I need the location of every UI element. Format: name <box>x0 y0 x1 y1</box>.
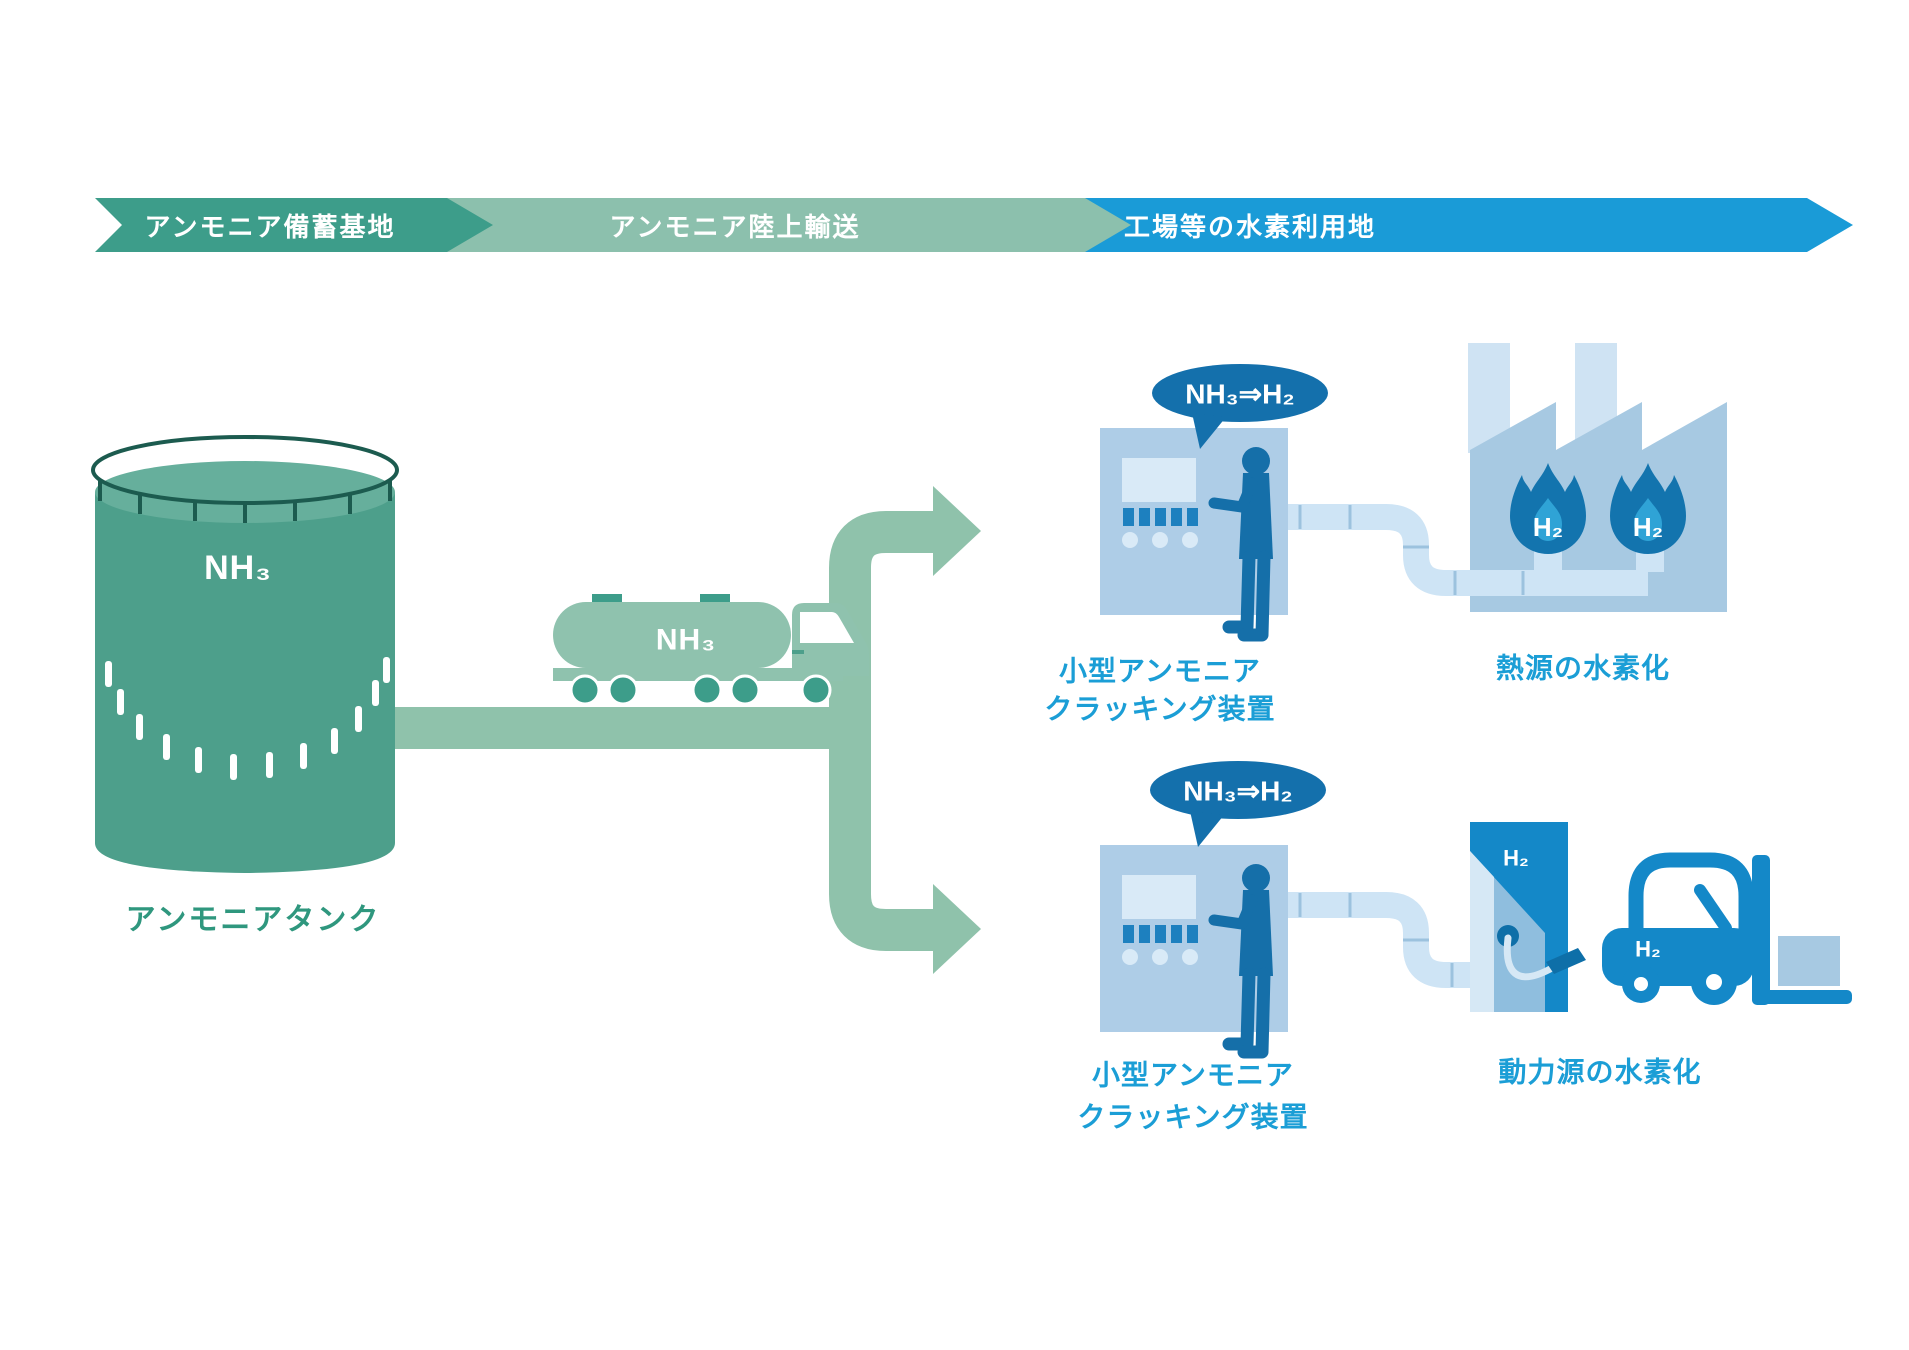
banner-hydrogen-use-area-label: 工場等の水素利用地 <box>1124 212 1376 242</box>
flow-arrowhead-top <box>933 486 981 576</box>
truck-door-handle <box>792 650 804 654</box>
forklift-h2-label: H₂ <box>1635 937 1661 962</box>
speech-bubble-bottom-label: NH₃⇒H₂ <box>1183 776 1293 807</box>
flow-arrows <box>390 486 981 974</box>
cracking-unit-bottom-buttons <box>1123 925 1198 943</box>
cracking-unit-bottom-dials <box>1122 949 1198 965</box>
forklift-mast <box>1752 855 1770 1005</box>
banner-storage-base-label: アンモニア備蓄基地 <box>145 212 396 242</box>
flow-arrowhead-bottom <box>933 884 981 974</box>
flow-bar-horizontal <box>390 707 871 749</box>
speech-bubble-bottom-tail <box>1190 811 1224 847</box>
process-banner-row: アンモニア備蓄基地 アンモニア陸上輸送 工場等の水素利用地 <box>95 198 1853 252</box>
heat-scene: H₂ H₂ 熱源の水素化 <box>1288 343 1727 684</box>
speech-bubble-top-label: NH₃⇒H₂ <box>1185 379 1295 410</box>
cracking-unit-top-screen <box>1122 458 1196 502</box>
cracking-unit-bottom: NH₃⇒H₂ 小型アンモニア クラッキング装置 <box>1077 761 1326 1133</box>
forklift-cargo <box>1778 936 1840 986</box>
pipe-bottom <box>1288 892 1472 988</box>
forklift-icon: H₂ <box>1602 852 1852 1005</box>
cracking-unit-bottom-caption-line2: クラッキング装置 <box>1077 1102 1308 1133</box>
speech-bubble-bottom <box>1150 761 1326 819</box>
forklift-cab-frame <box>1628 852 1754 950</box>
tanker-truck: NH₃ <box>553 594 869 706</box>
power-scene: H₂ H₂ 動力源の水素化 <box>1288 822 1852 1088</box>
banner-land-transport <box>447 198 1131 252</box>
flame-1-h2-label: H₂ <box>1533 512 1563 542</box>
truck-wheels <box>569 674 832 706</box>
forklift-wheel-rear-hub <box>1634 977 1648 991</box>
tank-caption: アンモニアタンク <box>126 904 381 937</box>
tank-body <box>95 492 395 873</box>
forklift-fork <box>1752 990 1852 1004</box>
speech-bubble-top <box>1152 364 1328 422</box>
cracking-unit-top-buttons <box>1123 508 1198 526</box>
speech-bubble-top-tail <box>1192 413 1226 449</box>
tank-top <box>95 461 395 523</box>
pipe-top <box>1288 504 1648 596</box>
dispenser-nozzle <box>1546 948 1586 974</box>
forklift-seat-bar <box>1694 884 1732 934</box>
tank-spiral-stairs <box>105 657 390 780</box>
cracking-unit-bottom-screen <box>1122 875 1196 919</box>
truck-hatch-1 <box>592 594 622 604</box>
banner-land-transport-label: アンモニア陸上輸送 <box>610 212 861 242</box>
cracking-unit-top-caption-line1: 小型アンモニア <box>1059 656 1261 687</box>
tank-nh3-label: NH₃ <box>204 549 272 587</box>
flame-2-h2-label: H₂ <box>1633 512 1663 542</box>
dispenser-h2-label: H₂ <box>1503 846 1529 871</box>
banner-storage-base <box>95 198 493 252</box>
forklift-wheel-front-hub <box>1706 974 1722 990</box>
cracking-unit-top-dials <box>1122 532 1198 548</box>
power-caption: 動力源の水素化 <box>1498 1057 1701 1088</box>
pipe-bottom-joints <box>1298 893 1454 987</box>
cracking-unit-bottom-caption-line1: 小型アンモニア <box>1092 1060 1294 1091</box>
truck-nh3-label: NH₃ <box>656 624 716 657</box>
tank-railing-posts <box>98 480 392 523</box>
ammonia-tank: NH₃ アンモニアタンク <box>91 435 399 937</box>
truck-windshield <box>800 612 854 643</box>
cracking-unit-top-caption-line2: クラッキング装置 <box>1044 694 1275 725</box>
heat-caption: 熱源の水素化 <box>1496 653 1670 684</box>
dispenser-side-panel <box>1470 851 1494 1012</box>
truck-tank-barrel <box>553 602 791 668</box>
dispenser-hose <box>1503 934 1556 981</box>
truck-hatch-2 <box>700 594 730 604</box>
pipe-top-joints <box>1298 505 1525 595</box>
cracking-unit-top: NH₃⇒H₂ 小型アンモニア クラッキング装置 <box>1044 364 1328 725</box>
banner-hydrogen-use-area <box>1085 198 1853 252</box>
flow-trunk <box>829 511 940 951</box>
hydrogen-dispenser: H₂ <box>1470 822 1586 1012</box>
